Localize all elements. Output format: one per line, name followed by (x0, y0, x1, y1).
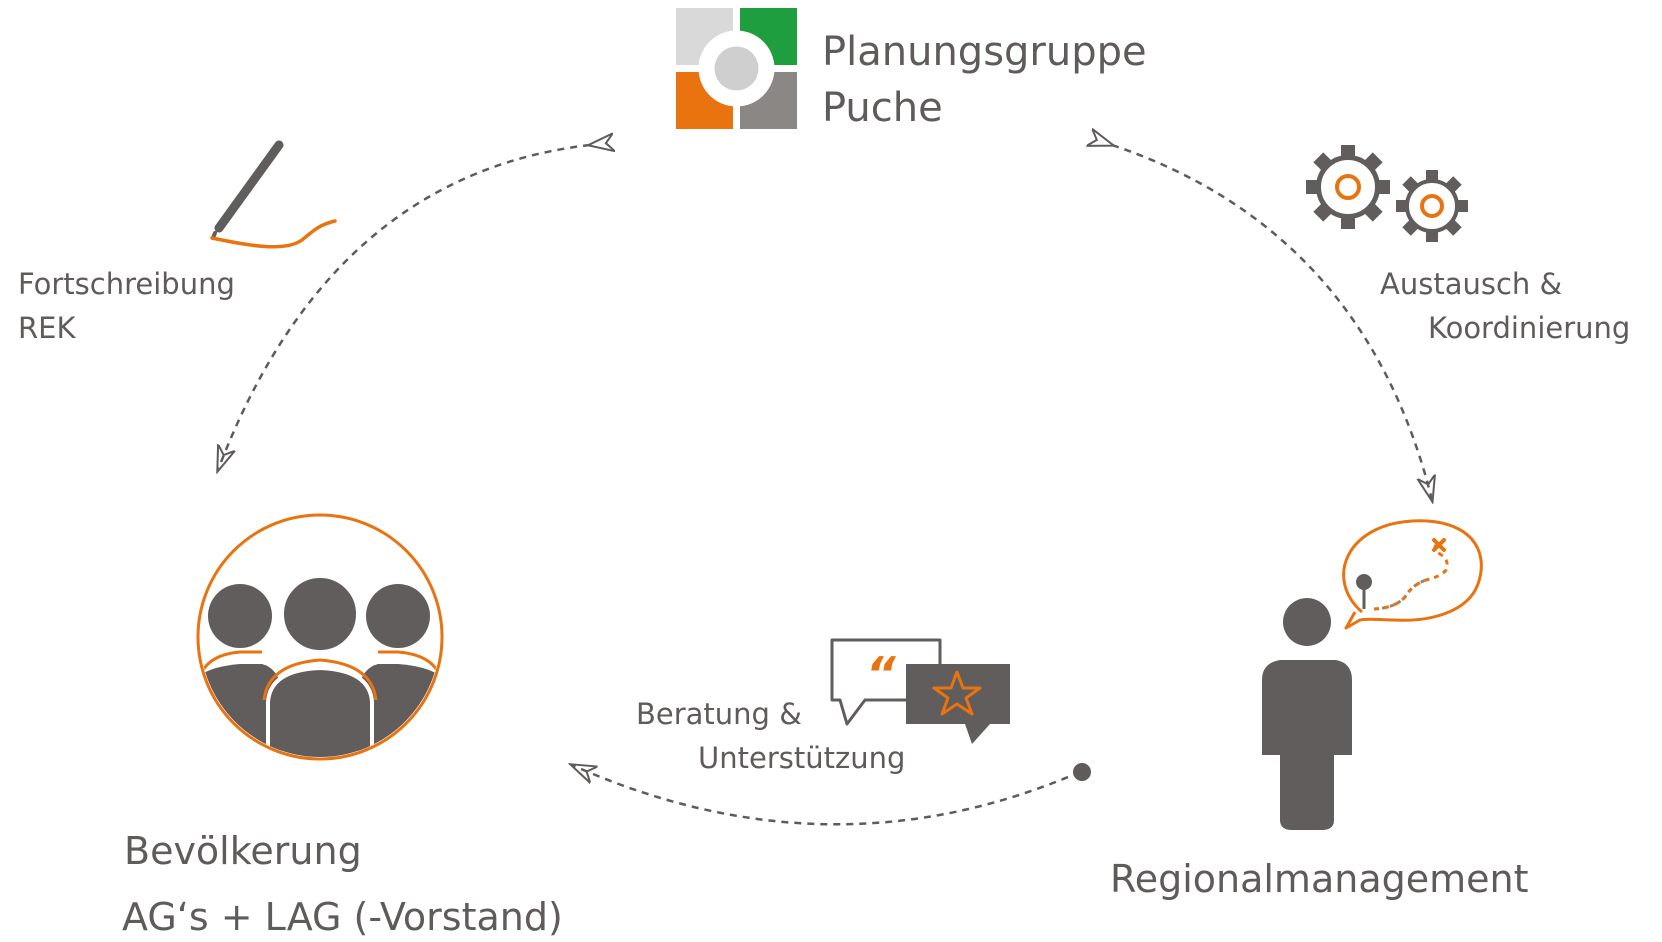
svg-text:“: “ (866, 647, 896, 701)
gears-icon (1306, 145, 1468, 242)
fortschreibung-label-line1: Fortschreibung (18, 267, 235, 301)
austausch-label-line2: Koordinierung (1428, 311, 1631, 345)
speech-bubbles-icon: “ (830, 638, 1010, 744)
company-logo (676, 8, 797, 129)
fortschreibung-label-line2: REK (18, 311, 76, 345)
group-icon (196, 513, 444, 761)
bevoelkerung-label: Bevölkerung (124, 829, 362, 873)
company-name-line2: Puche (822, 85, 943, 131)
arrow-start-dot (1073, 763, 1091, 781)
pen-icon (210, 140, 337, 249)
person-icon (1262, 598, 1352, 830)
regionalmanagement-label: Regionalmanagement (1110, 857, 1529, 901)
company-name-line1: Planungsgruppe (822, 29, 1147, 75)
ags-lag-label: AG‘s + LAG (-Vorstand) (122, 895, 563, 939)
austausch-label-line1: Austausch & (1380, 267, 1563, 301)
map-bubble-icon (1342, 519, 1483, 630)
arrow-company-to-bevoelkerung (218, 145, 590, 470)
beratung-label-line2: Unterstützung (698, 741, 906, 775)
beratung-label-line1: Beratung & (636, 697, 802, 731)
arrow-regionalmanagement-to-bevoelkerung (572, 765, 1081, 826)
arrow-company-to-regionalmanagement (1112, 145, 1432, 500)
